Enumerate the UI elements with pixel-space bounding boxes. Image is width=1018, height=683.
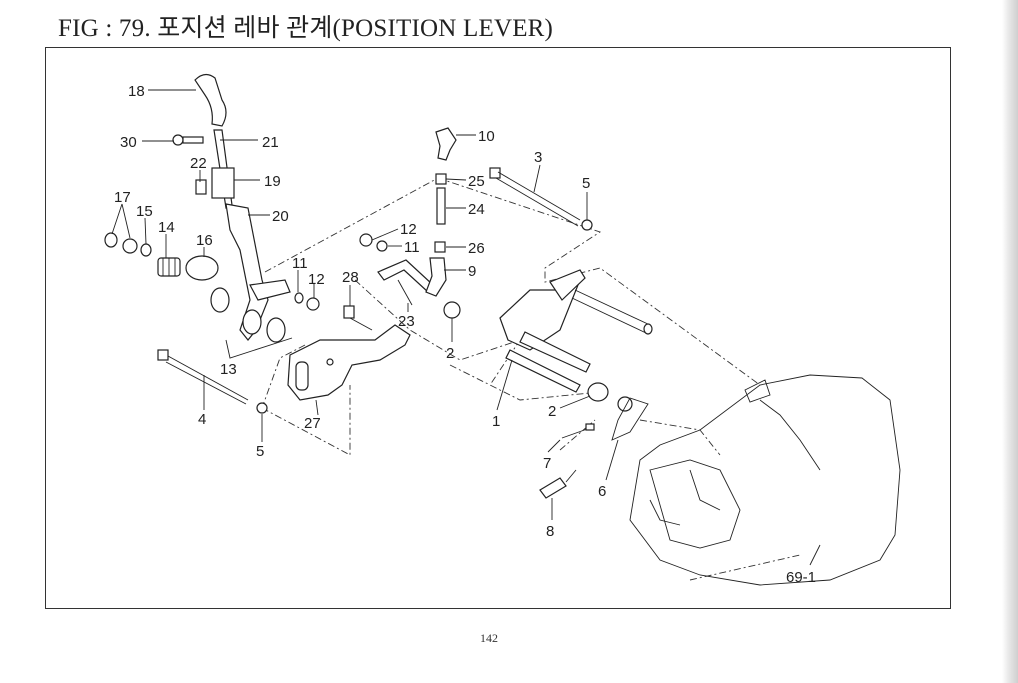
part-6-link <box>611 396 649 441</box>
part-5-washer-right <box>581 219 593 231</box>
callout-10: 10 <box>478 128 495 145</box>
callout-11-upper: 11 <box>404 239 420 256</box>
callout-labels: 18 30 21 22 19 17 15 14 16 20 11 12 13 4… <box>114 83 816 586</box>
callout-17: 17 <box>114 189 131 206</box>
callout-4: 4 <box>198 411 206 428</box>
part-22-bolt <box>195 179 207 195</box>
callout-16: 16 <box>196 232 213 249</box>
callout-12-upper: 12 <box>400 221 417 238</box>
figure-title: FIG : 79. 포지션 레바 관계(POSITION LEVER) <box>58 15 554 42</box>
callout-2-upper: 2 <box>446 345 454 362</box>
part-9-joint <box>425 257 447 297</box>
callout-14: 14 <box>158 219 175 236</box>
callout-18: 18 <box>128 83 145 100</box>
part-3-bolt <box>489 167 581 227</box>
callout-69-1: 69-1 <box>786 569 816 586</box>
scan-edge-shadow <box>1002 0 1018 683</box>
callout-22: 22 <box>190 155 207 172</box>
part-17-nut <box>104 232 138 254</box>
part-11-12-nut <box>294 292 320 311</box>
part-15-washer <box>140 243 152 257</box>
callout-15: 15 <box>136 203 153 220</box>
part-7-pin <box>561 423 595 439</box>
callout-8: 8 <box>546 523 554 540</box>
callout-25: 25 <box>468 173 485 190</box>
callout-2-lower: 2 <box>548 403 556 420</box>
part-13-washers <box>210 287 293 359</box>
part-24-rod <box>436 187 446 225</box>
callout-12-left: 12 <box>308 271 325 288</box>
callout-6: 6 <box>598 483 606 500</box>
part-8-spring <box>539 469 577 499</box>
leader-lines <box>111 89 821 566</box>
diagram-frame <box>45 47 951 609</box>
callout-26: 26 <box>468 240 485 257</box>
part-2-bushing <box>443 301 461 319</box>
callout-19: 19 <box>264 173 281 190</box>
callout-13: 13 <box>220 361 237 378</box>
callout-20: 20 <box>272 208 289 225</box>
part-69-1-transmission <box>629 374 901 586</box>
callout-1: 1 <box>492 413 500 430</box>
callout-21: 21 <box>262 134 279 151</box>
part-18-grip <box>194 73 227 127</box>
callout-5-right: 5 <box>582 175 590 192</box>
callout-28: 28 <box>342 269 359 286</box>
part-1-lever-assembly <box>499 269 653 393</box>
part-19-lever <box>211 129 235 209</box>
part-14-spring <box>157 257 181 277</box>
callout-11-left: 11 <box>292 255 308 272</box>
part-30-bolt <box>172 134 204 146</box>
part-23-shaft <box>377 259 433 306</box>
part-26-nut <box>434 241 446 253</box>
callout-7: 7 <box>543 455 551 472</box>
callout-30: 30 <box>120 134 137 151</box>
callout-27: 27 <box>304 415 321 432</box>
callout-24: 24 <box>468 201 485 218</box>
callout-3: 3 <box>534 149 542 166</box>
part-10-joint <box>435 127 457 161</box>
page-number: 142 <box>480 631 498 645</box>
part-12-11-upper <box>359 233 388 252</box>
part-4-bolt <box>157 349 249 405</box>
part-2-lower-bushing <box>587 382 609 402</box>
part-28-bolt <box>343 305 373 331</box>
callout-23: 23 <box>398 313 415 330</box>
part-5-washer-left <box>256 402 268 414</box>
part-25-nut <box>435 173 447 185</box>
part-20-lever <box>225 203 291 341</box>
part-16-plate <box>185 255 219 281</box>
callout-9: 9 <box>468 263 476 280</box>
part-27-bracket <box>287 324 411 401</box>
callout-5-left: 5 <box>256 443 264 460</box>
